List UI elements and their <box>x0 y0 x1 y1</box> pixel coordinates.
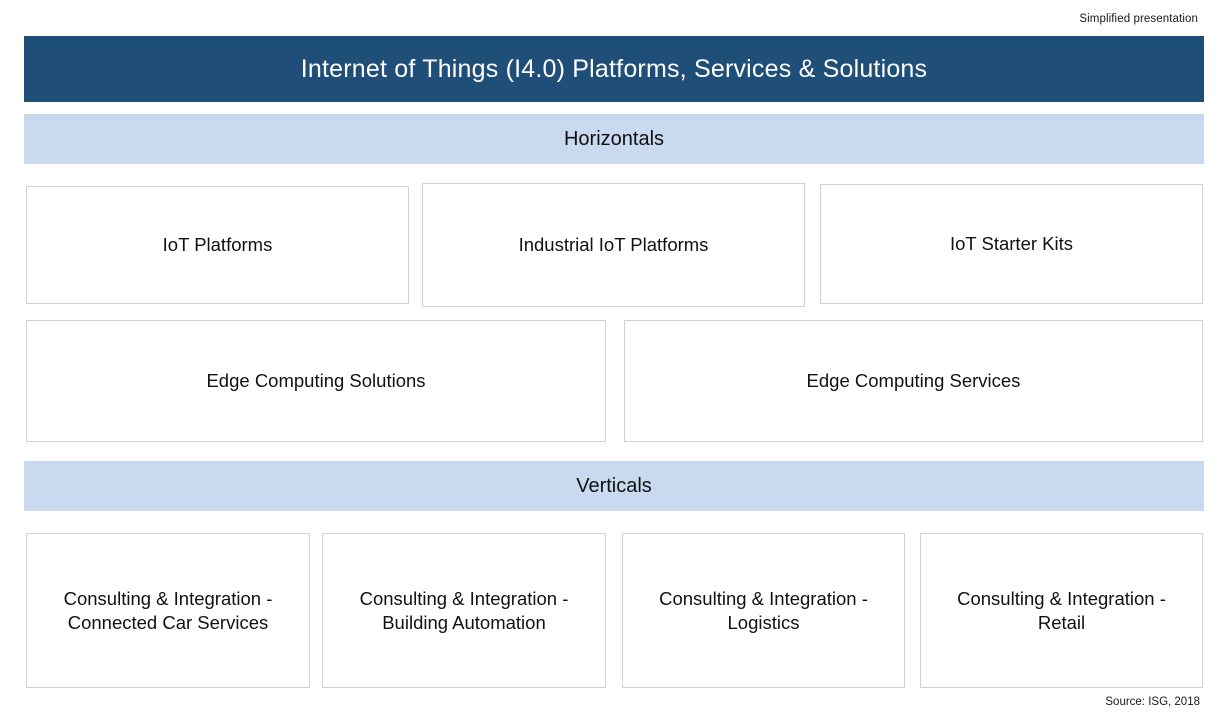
card-consulting-connected-car-services[interactable]: Consulting & Integration - Connected Car… <box>26 533 310 688</box>
card-iot-platforms[interactable]: IoT Platforms <box>26 186 409 304</box>
card-label: Consulting & Integration - Building Auto… <box>359 587 569 633</box>
card-consulting-building-automation[interactable]: Consulting & Integration - Building Auto… <box>322 533 606 688</box>
card-consulting-retail[interactable]: Consulting & Integration - Retail <box>920 533 1203 688</box>
page-title: Internet of Things (I4.0) Platforms, Ser… <box>300 54 928 83</box>
card-label: Consulting & Integration - Connected Car… <box>63 587 273 633</box>
source-note: Source: ISG, 2018 <box>1105 696 1200 708</box>
card-iot-starter-kits[interactable]: IoT Starter Kits <box>820 184 1203 304</box>
card-label: IoT Starter Kits <box>949 233 1074 255</box>
card-consulting-logistics[interactable]: Consulting & Integration - Logistics <box>622 533 905 688</box>
card-label: Consulting & Integration - Logistics <box>659 587 868 633</box>
card-label: Consulting & Integration - Retail <box>957 587 1166 633</box>
section-band-verticals: Verticals <box>24 461 1204 511</box>
card-label: Industrial IoT Platforms <box>518 234 709 256</box>
simplified-presentation-note: Simplified presentation <box>1079 13 1198 25</box>
card-edge-computing-solutions[interactable]: Edge Computing Solutions <box>26 320 606 442</box>
card-edge-computing-services[interactable]: Edge Computing Services <box>624 320 1203 442</box>
card-label: IoT Platforms <box>162 234 273 256</box>
card-label: Edge Computing Services <box>806 370 1021 392</box>
section-band-label: Verticals <box>576 474 652 497</box>
section-band-horizontals: Horizontals <box>24 114 1204 164</box>
slide-title-bar: Internet of Things (I4.0) Platforms, Ser… <box>24 36 1204 102</box>
card-industrial-iot-platforms[interactable]: Industrial IoT Platforms <box>422 183 805 307</box>
card-label: Edge Computing Solutions <box>206 370 426 392</box>
section-band-label: Horizontals <box>563 127 665 150</box>
